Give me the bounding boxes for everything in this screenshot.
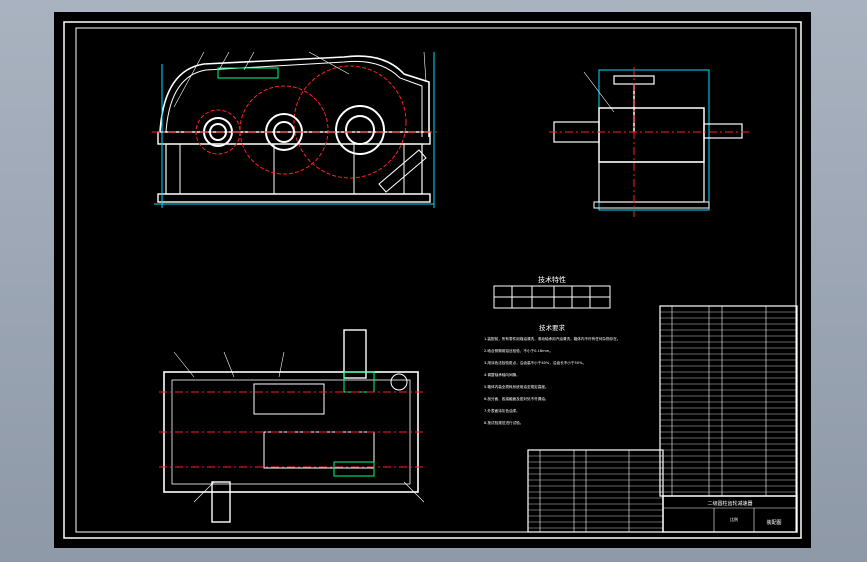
- bearing-bore: [209, 123, 227, 141]
- leader-line: [308, 51, 350, 75]
- base-flange: [157, 193, 431, 203]
- front-view: [152, 51, 439, 208]
- gear-block: [253, 383, 325, 415]
- gear-block: [263, 431, 375, 469]
- plug: [390, 373, 408, 391]
- output-shaft: [703, 123, 743, 139]
- bearing-bore: [273, 121, 295, 143]
- requirement-line: 7.外表面涂灰色油漆。: [484, 408, 520, 413]
- drawing-sheet: 技术特性 技术要求 1.装配前，所有零件用煤油清洗，滚动轴承用汽油清洗，箱体内不…: [54, 12, 811, 548]
- leader-line: [193, 481, 215, 503]
- leader-line: [583, 71, 615, 113]
- inner-border: [75, 27, 797, 533]
- leader-line: [403, 481, 425, 503]
- side-housing: [598, 107, 705, 163]
- lower-housing: [165, 143, 423, 195]
- drawing-number: 装配图: [766, 519, 781, 526]
- requirement-line: 5.箱体内装全损耗系统用油至规定高度。: [484, 384, 549, 389]
- inspection-cover: [217, 67, 279, 79]
- leader-line: [423, 51, 427, 83]
- housing-top-contour: [159, 55, 430, 137]
- side-base: [593, 201, 710, 209]
- gear-pitch-circle: [293, 65, 407, 179]
- title-block-frame: [662, 495, 798, 533]
- scale-label: 比例: [730, 516, 738, 522]
- parts-list-right: [659, 305, 798, 497]
- bearing-bore: [345, 115, 375, 145]
- bearing-boss: [335, 105, 385, 155]
- parts-list-lower: [527, 449, 664, 533]
- tech-spec-table: 技术特性: [493, 275, 611, 309]
- parts-list-frame: [659, 305, 798, 497]
- oil-gauge: [378, 149, 427, 193]
- title-block: 二级圆柱齿轮减速器 比例 装配图: [662, 495, 798, 533]
- leader-line: [173, 51, 205, 108]
- top-input-shaft: [343, 329, 367, 379]
- housing-inner-contour: [165, 60, 423, 137]
- side-housing-lower: [598, 161, 705, 203]
- top-view: [159, 329, 425, 523]
- gear-block: [343, 371, 375, 393]
- leader-line: [278, 351, 285, 378]
- tech-requirements-title: 技术要求: [539, 323, 566, 332]
- leader-line: [173, 351, 195, 378]
- side-view: [549, 67, 749, 217]
- tech-spec-title: 技术特性: [538, 275, 566, 284]
- requirement-line: 8.按试验规范进行试验。: [484, 420, 523, 425]
- title-heading: 二级圆柱齿轮减速器: [707, 500, 752, 507]
- requirement-line: 6.剖分面、各接触面及密封处不许漏油。: [484, 396, 549, 401]
- requirement-line: 3.用涂色法检验斑点，沿齿高不小于40%，沿齿长不小于50%。: [484, 360, 586, 365]
- leader-line: [218, 51, 230, 71]
- gear-pitch-circle: [239, 85, 329, 175]
- requirement-line: 2.啮合侧隙用铅丝检验，不小于0.16mm。: [484, 348, 553, 353]
- top-output-shaft: [211, 481, 231, 523]
- outer-border: [63, 21, 802, 539]
- requirement-line: 1.装配前，所有零件用煤油清洗，滚动轴承用汽油清洗，箱体内不许有任何杂物存在。: [484, 336, 620, 341]
- leader-line: [243, 51, 255, 71]
- leader-line: [223, 351, 235, 378]
- requirement-line: 4.调整轴承轴向间隙。: [484, 372, 520, 377]
- parts-list-frame: [527, 449, 664, 533]
- cad-drawing-canvas: 技术特性 技术要求 1.装配前，所有零件用煤油清洗，滚动轴承用汽油清洗，箱体内不…: [63, 21, 802, 539]
- gear-block: [333, 461, 375, 477]
- tech-requirements: 技术要求 1.装配前，所有零件用煤油清洗，滚动轴承用汽油清洗，箱体内不许有任何杂…: [484, 323, 620, 425]
- side-view-extent: [598, 69, 710, 211]
